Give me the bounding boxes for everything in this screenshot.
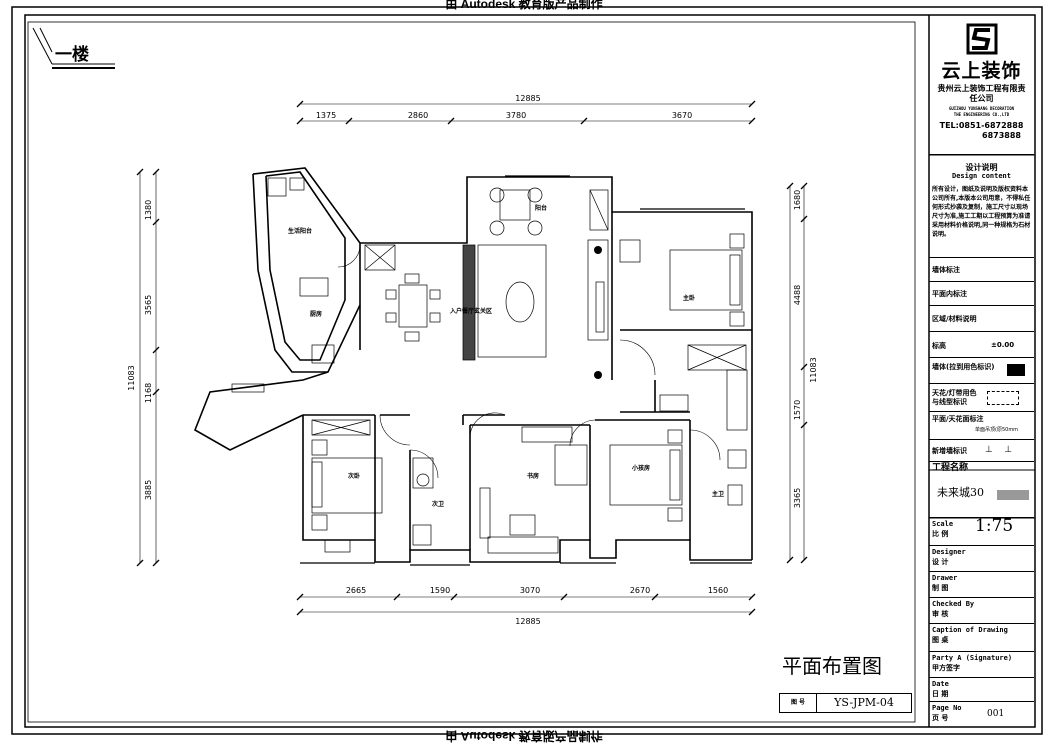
drawing-number-label: 图 号 [780,694,817,712]
dim-right-total: 11083 [809,357,818,382]
company-full-name: 贵州云上装饰工程有限责任公司 [937,84,1026,103]
tb-project: 工程名称 未来城30 [929,462,1034,518]
room-label-bedroom-left: 次卧 [348,472,360,480]
tb-row-ceiling-sym: 平面/天花面标注 单面吊顶(原50mm [929,412,1034,440]
tb-row-wall: 墙体标注 [929,258,1034,282]
company-en-1: GUIZHOU YUNSHANG DECORATION [948,106,1015,111]
watermark-top: 由 Autodesk 教育版产品制作 [445,0,603,11]
tb-row-new-wall: 新增墙标识 ⊥ ⊥ [929,440,1034,462]
dim-bottom-seg: 2670 [630,586,650,595]
dim-bottom-seg: 2665 [346,586,366,595]
dimension-lines [139,103,805,613]
design-subtitle: Design content [951,172,1011,180]
room-label-study: 书房 [527,472,539,480]
dim-left-seg: 1168 [144,383,153,403]
tb-drawer: Drawer 制 图 [929,572,1034,598]
tb-party: Party A (Signature) 甲方签字 [929,652,1034,678]
dim-right-seg: 4488 [793,285,802,305]
project-name: 未来城30 [937,486,984,499]
plant-icons [594,246,602,379]
furniture [231,177,748,554]
floor-label: 一楼 [55,44,89,65]
ceiling-line-swatch [987,391,1019,405]
design-body: 所有设计，图纸及说明及版权资料本公司所有,本版本公司用意，不得私任何形式抄袭及复… [932,186,1031,238]
company-name: 云上装饰 [941,60,1022,82]
drawing-number-box: 图 号 YS-JPM-04 [779,693,912,713]
tb-caption: Caption of Drawing 图 桌 [929,624,1034,652]
dim-top-seg: 2860 [408,111,428,120]
tb-row-plan-mark: 平面内标注 [929,282,1034,306]
tb-row-ceiling: 天花/灯带用色与线型标识 [929,384,1034,412]
dim-left-seg: 1380 [144,200,153,220]
design-title: 设计说明 [965,163,998,172]
company-tel-2: 6873888 [982,131,1021,140]
dim-right-seg: 1570 [793,400,802,420]
dim-left-seg: 3565 [144,295,153,315]
company-logo-icon [966,23,997,55]
scale-value: 1:75 [975,518,1014,536]
dim-top-seg: 1375 [316,111,336,120]
room-label-living-balcony: 阳台 [535,204,547,212]
tb-checked: Checked By 审 核 [929,598,1034,624]
room-label-master-bedroom: 主卧 [683,294,695,302]
redacted-bar [997,490,1029,500]
sheet-border-inner [24,14,1036,728]
dim-bottom-seg: 1560 [708,586,728,595]
level-value: ±0.00 [991,341,1015,349]
sheet-border-outer [11,6,1043,735]
dim-top-total: 12885 [515,94,540,103]
tb-designer: Designer 设 计 [929,546,1034,572]
dim-top-seg: 3670 [672,111,692,120]
design-notes-block: 设计说明 Design content 所有设计，图纸及说明及版权资料本公司所有… [929,155,1034,258]
dim-left-seg: 3885 [144,480,153,500]
tb-scale: Scale 比 例 1:75 [929,518,1034,546]
walls [194,167,753,563]
dim-right-seg: 1680 [793,190,802,210]
window-marks [300,175,752,566]
title-block-lines [929,154,1035,519]
room-label-foyer: 入户餐厅玄关区 [449,307,492,315]
dim-left-total: 11083 [127,365,136,390]
door-swings [337,244,721,479]
dim-right-seg: 3365 [793,488,802,508]
room-label-kitchen: 厨房 [310,310,322,318]
drawing-number: YS-JPM-04 [834,696,894,709]
drawing-title: 平面布置图 [782,654,882,678]
drawing-frame [27,21,916,723]
dim-bottom-total: 12885 [515,617,540,626]
tb-date: Date 日 期 [929,678,1034,702]
company-en-2: THE ENGINEERING CO.,LTD [953,112,1010,117]
tb-page: Page No 页 号 001 [932,704,1005,722]
room-label-bathroom-guest: 次卫 [432,500,444,508]
dim-bottom-seg: 1590 [430,586,450,595]
wall-color-swatch [1007,364,1025,376]
dimension-ticks [136,100,808,616]
dim-bottom-seg: 3070 [520,586,540,595]
tb-row-level: 标高 ±0.00 [929,332,1034,358]
room-label-bathroom-master: 主卫 [712,490,724,498]
page-value: 001 [987,709,1005,719]
dim-top-seg: 3780 [506,111,526,120]
room-label-balcony-service: 生活阳台 [288,227,312,235]
company-tel-1: TEL:0851-6872888 [939,121,1024,130]
company-logo-block: 云上装饰 贵州云上装饰工程有限责任公司 GUIZHOU YUNSHANG DEC… [929,15,1034,155]
tb-row-wall-color: 墙体(拉到用色标识) [929,358,1034,384]
room-label-bedroom-small: 小孩房 [631,464,650,472]
tb-row-area: 区域/材料说明 [929,306,1034,332]
